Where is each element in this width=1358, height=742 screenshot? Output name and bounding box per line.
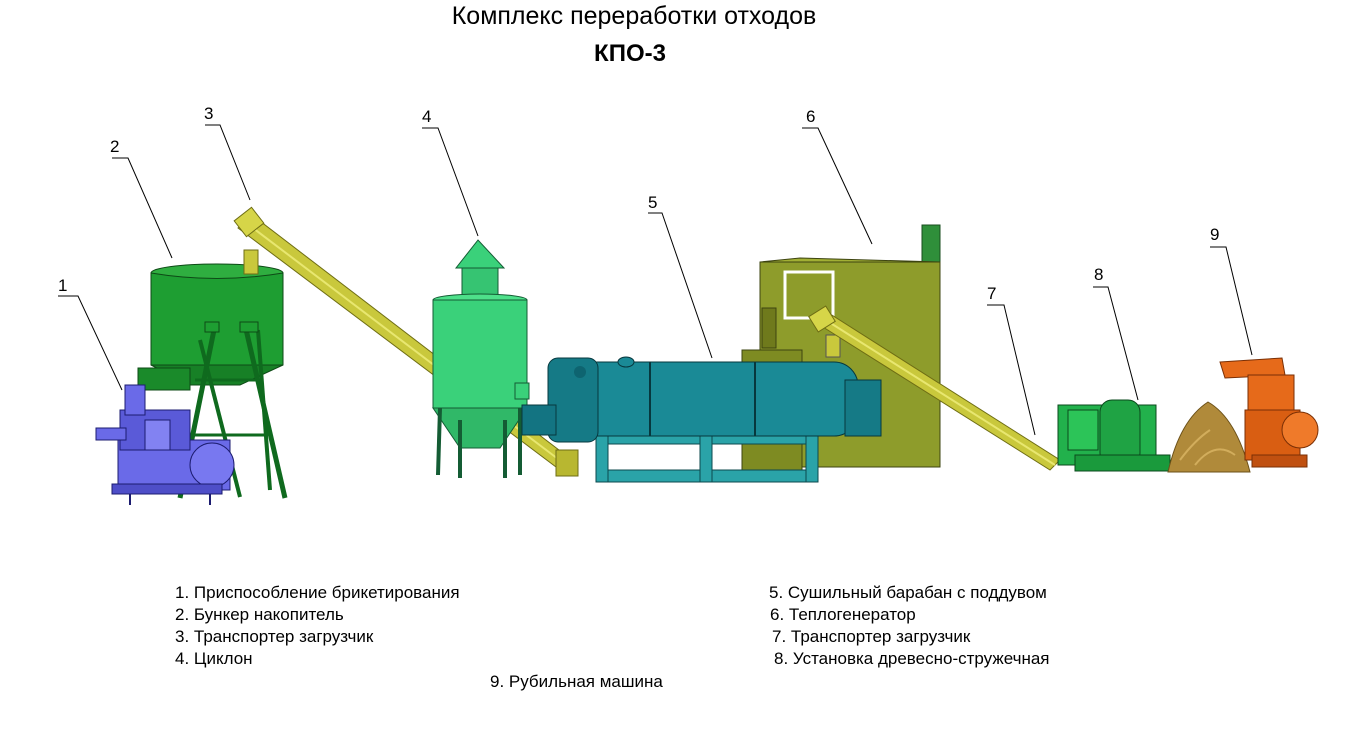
callout-9: 9 bbox=[1210, 225, 1219, 244]
callout-3: 3 bbox=[204, 104, 213, 123]
callout-2: 2 bbox=[110, 137, 119, 156]
callout-8: 8 bbox=[1094, 265, 1103, 284]
storage-hopper bbox=[137, 263, 288, 499]
legend-item: 3. Транспортер загрузчик bbox=[175, 627, 374, 646]
legend-bottom: 9. Рубильная машина bbox=[490, 671, 663, 693]
callout-4: 4 bbox=[422, 107, 431, 126]
legend-item: 1. Приспособление брикетирования bbox=[175, 583, 460, 602]
legend-item: 8. Установка древесно-стружечная bbox=[774, 649, 1050, 668]
callout-6: 6 bbox=[806, 107, 815, 126]
cyclone bbox=[432, 239, 530, 478]
wood-chips-pile bbox=[1167, 401, 1251, 473]
callout-7: 7 bbox=[987, 284, 996, 303]
legend-left: 1. Приспособление брикетирования 2. Бунк… bbox=[175, 582, 460, 670]
legend-item: 6. Теплогенератор bbox=[770, 605, 916, 624]
drying-drum bbox=[521, 356, 882, 483]
callout-5: 5 bbox=[648, 193, 657, 212]
legend-right: 5. Сушильный барабан с поддувом 6. Тепло… bbox=[769, 582, 1050, 670]
model-name: КПО-3 bbox=[594, 40, 666, 67]
legend-item: 2. Бункер накопитель bbox=[175, 605, 344, 624]
legend-item: 4. Циклон bbox=[175, 649, 253, 668]
legend-item: 9. Рубильная машина bbox=[490, 672, 663, 691]
page-title: Комплекс переработки отходов bbox=[451, 2, 817, 30]
callout-leaders bbox=[58, 124, 1253, 436]
wood-chip-unit bbox=[1057, 399, 1171, 472]
legend-item: 7. Транспортер загрузчик bbox=[772, 627, 971, 646]
chipper-machine bbox=[1219, 357, 1319, 468]
legend-item: 5. Сушильный барабан с поддувом bbox=[769, 583, 1047, 602]
callout-1: 1 bbox=[58, 276, 67, 295]
briquetting-device bbox=[95, 384, 235, 505]
